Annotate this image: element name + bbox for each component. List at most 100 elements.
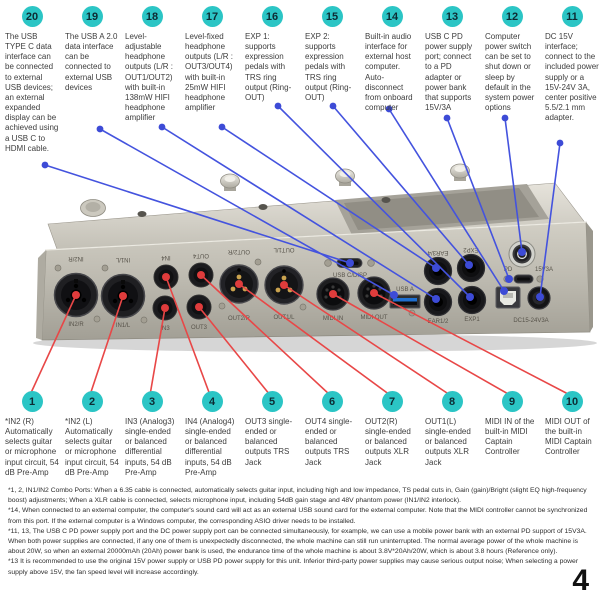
jack-out3 <box>186 294 212 320</box>
callout-8-text: OUT1(L) single-ended or balanced outputs… <box>425 417 471 467</box>
callout-6-text: OUT4 single-ended or balanced outputs TR… <box>305 417 353 467</box>
callout-10-text: MIDI OUT of the built-in MIDI Captain Co… <box>545 417 592 457</box>
callout-11-badge: 11 <box>561 6 583 27</box>
usb-a-port <box>389 294 421 309</box>
label-15v3a: 15V3A <box>535 267 553 273</box>
page-number: 4 <box>572 564 589 597</box>
footnote-4: *13 It is recommended to use the origina… <box>8 558 579 576</box>
callout-11: 11 DC 15V interface; connect to the inclu… <box>542 6 600 154</box>
callout-17-text: Level-fixed headphone outputs (L/R : OUT… <box>185 32 234 113</box>
label-in1l-top: IN1/L <box>115 256 130 262</box>
label-usb-c-disp: USB C/DISP <box>333 273 367 279</box>
device-display-inner <box>344 188 539 230</box>
device-right-cap <box>586 222 593 332</box>
callout-11-text: DC 15V interface; connect to the include… <box>545 32 599 123</box>
footnote-1: *1, 2, IN1/IN2 Combo Ports: When a 6.35 … <box>8 487 587 505</box>
label-in4-top: IN4 <box>161 254 171 260</box>
callout-12-text: Computer power switch can be set to shut… <box>485 32 535 113</box>
callout-7-text: OUT2(R) single-ended or balanced outputs… <box>365 417 411 467</box>
callout-18-text: Level-adjustable headphone outputs (L/R … <box>125 32 174 123</box>
combo-input-in2r <box>53 272 99 318</box>
label-out1l-top: OUT1/L <box>273 246 295 252</box>
device-front-face <box>41 221 591 341</box>
red-callout-lines <box>29 274 571 396</box>
panel-screws <box>54 258 416 324</box>
label-exp2-top: EXP2 <box>463 246 479 252</box>
midi-in-port <box>316 277 350 311</box>
label-in2r: IN2/R <box>68 322 84 328</box>
power-icon <box>517 248 527 260</box>
usb-b-port <box>495 286 521 309</box>
callout-14-text: Built-in audio interface for external ho… <box>365 32 413 113</box>
callout-2: 2 *IN2 (L) Automatically selects guitar o… <box>62 391 122 478</box>
xlr-out1l <box>264 265 304 305</box>
device-left-cap <box>36 250 46 340</box>
callout-3-badge: 3 <box>141 391 163 412</box>
label-midi-out: MIDI OUT <box>361 315 388 321</box>
callout-13-text: USB C PD power supply port; connect to a… <box>425 32 473 113</box>
callout-15-text: EXP 2: supports expression pedals with T… <box>305 32 352 102</box>
callout-15-badge: 15 <box>321 6 343 27</box>
jack-exp1 <box>457 285 487 315</box>
callout-1-badge: 1 <box>21 391 43 412</box>
footswitch-caps <box>220 163 470 191</box>
callout-12-badge: 12 <box>501 6 523 27</box>
callout-4-badge: 4 <box>201 391 223 412</box>
footnote-3: *11, 13, The USB C PD power supply port … <box>8 527 587 556</box>
label-out1l: OUT1/L <box>273 315 295 321</box>
label-midi-in: MIDI IN <box>323 316 343 322</box>
callout-19-badge: 19 <box>81 6 103 27</box>
footnotes: *1, 2, IN1/IN2 Combo Ports: When a 6.35 … <box>8 486 593 578</box>
device-top-face <box>47 182 587 253</box>
label-pd: PD <box>504 267 513 273</box>
footnote-2: *14, When connected to an external compu… <box>8 507 588 525</box>
callout-16-badge: 16 <box>261 6 283 27</box>
label-out3: OUT3 <box>191 325 208 331</box>
label-in3: IN3 <box>160 326 170 332</box>
red-callout-dots <box>27 271 573 397</box>
label-ear12: EAR1/2 <box>428 319 449 325</box>
label-out2r: OUT2/R <box>228 316 251 322</box>
jack-ear34 <box>423 256 453 286</box>
callout-7-badge: 7 <box>381 391 403 412</box>
callout-20-badge: 20 <box>21 6 43 27</box>
label-usb-a: USB A <box>396 287 414 293</box>
jack-exp2 <box>456 253 486 283</box>
callout-3-text: IN3 (Analog3) single-ended or balanced d… <box>125 417 175 477</box>
callout-16-text: EXP 1: supports expression pedals with T… <box>245 32 292 102</box>
callout-20-text: The USB TYPE C data interface can be con… <box>5 32 59 153</box>
callout-2-text: *IN2 (L) Automatically selects guitar or… <box>65 417 119 477</box>
callout-9-text: MIDI IN of the built-in MIDI Captain Con… <box>485 417 535 457</box>
callout-4-text: IN4 (Analog4) single-ended or balanced d… <box>185 417 235 477</box>
callout-8-badge: 8 <box>441 391 463 412</box>
callout-13-badge: 13 <box>441 6 463 27</box>
callout-5-text: OUT3 single-ended or balanced outputs TR… <box>245 417 293 467</box>
callout-9-badge: 9 <box>501 391 523 412</box>
callout-5-badge: 5 <box>261 391 283 412</box>
label-in1l: IN1/L <box>116 323 131 329</box>
jack-ear12 <box>423 287 453 317</box>
jack-out4 <box>188 262 214 288</box>
label-out2r-top: OUT2/R <box>227 248 250 254</box>
jack-in3 <box>152 295 178 321</box>
combo-input-in1l <box>100 273 146 319</box>
callout-19-text: The USB A 2.0 data interface can be conn… <box>65 32 118 92</box>
power-button <box>508 240 536 268</box>
label-exp1: EXP1 <box>464 317 480 323</box>
xlr-out2r <box>219 264 259 304</box>
callout-2-badge: 2 <box>81 391 103 412</box>
label-ear34-top: EAR3/4 <box>427 249 448 255</box>
label-dc15-24v3a: DC15-24V3A <box>513 318 548 324</box>
